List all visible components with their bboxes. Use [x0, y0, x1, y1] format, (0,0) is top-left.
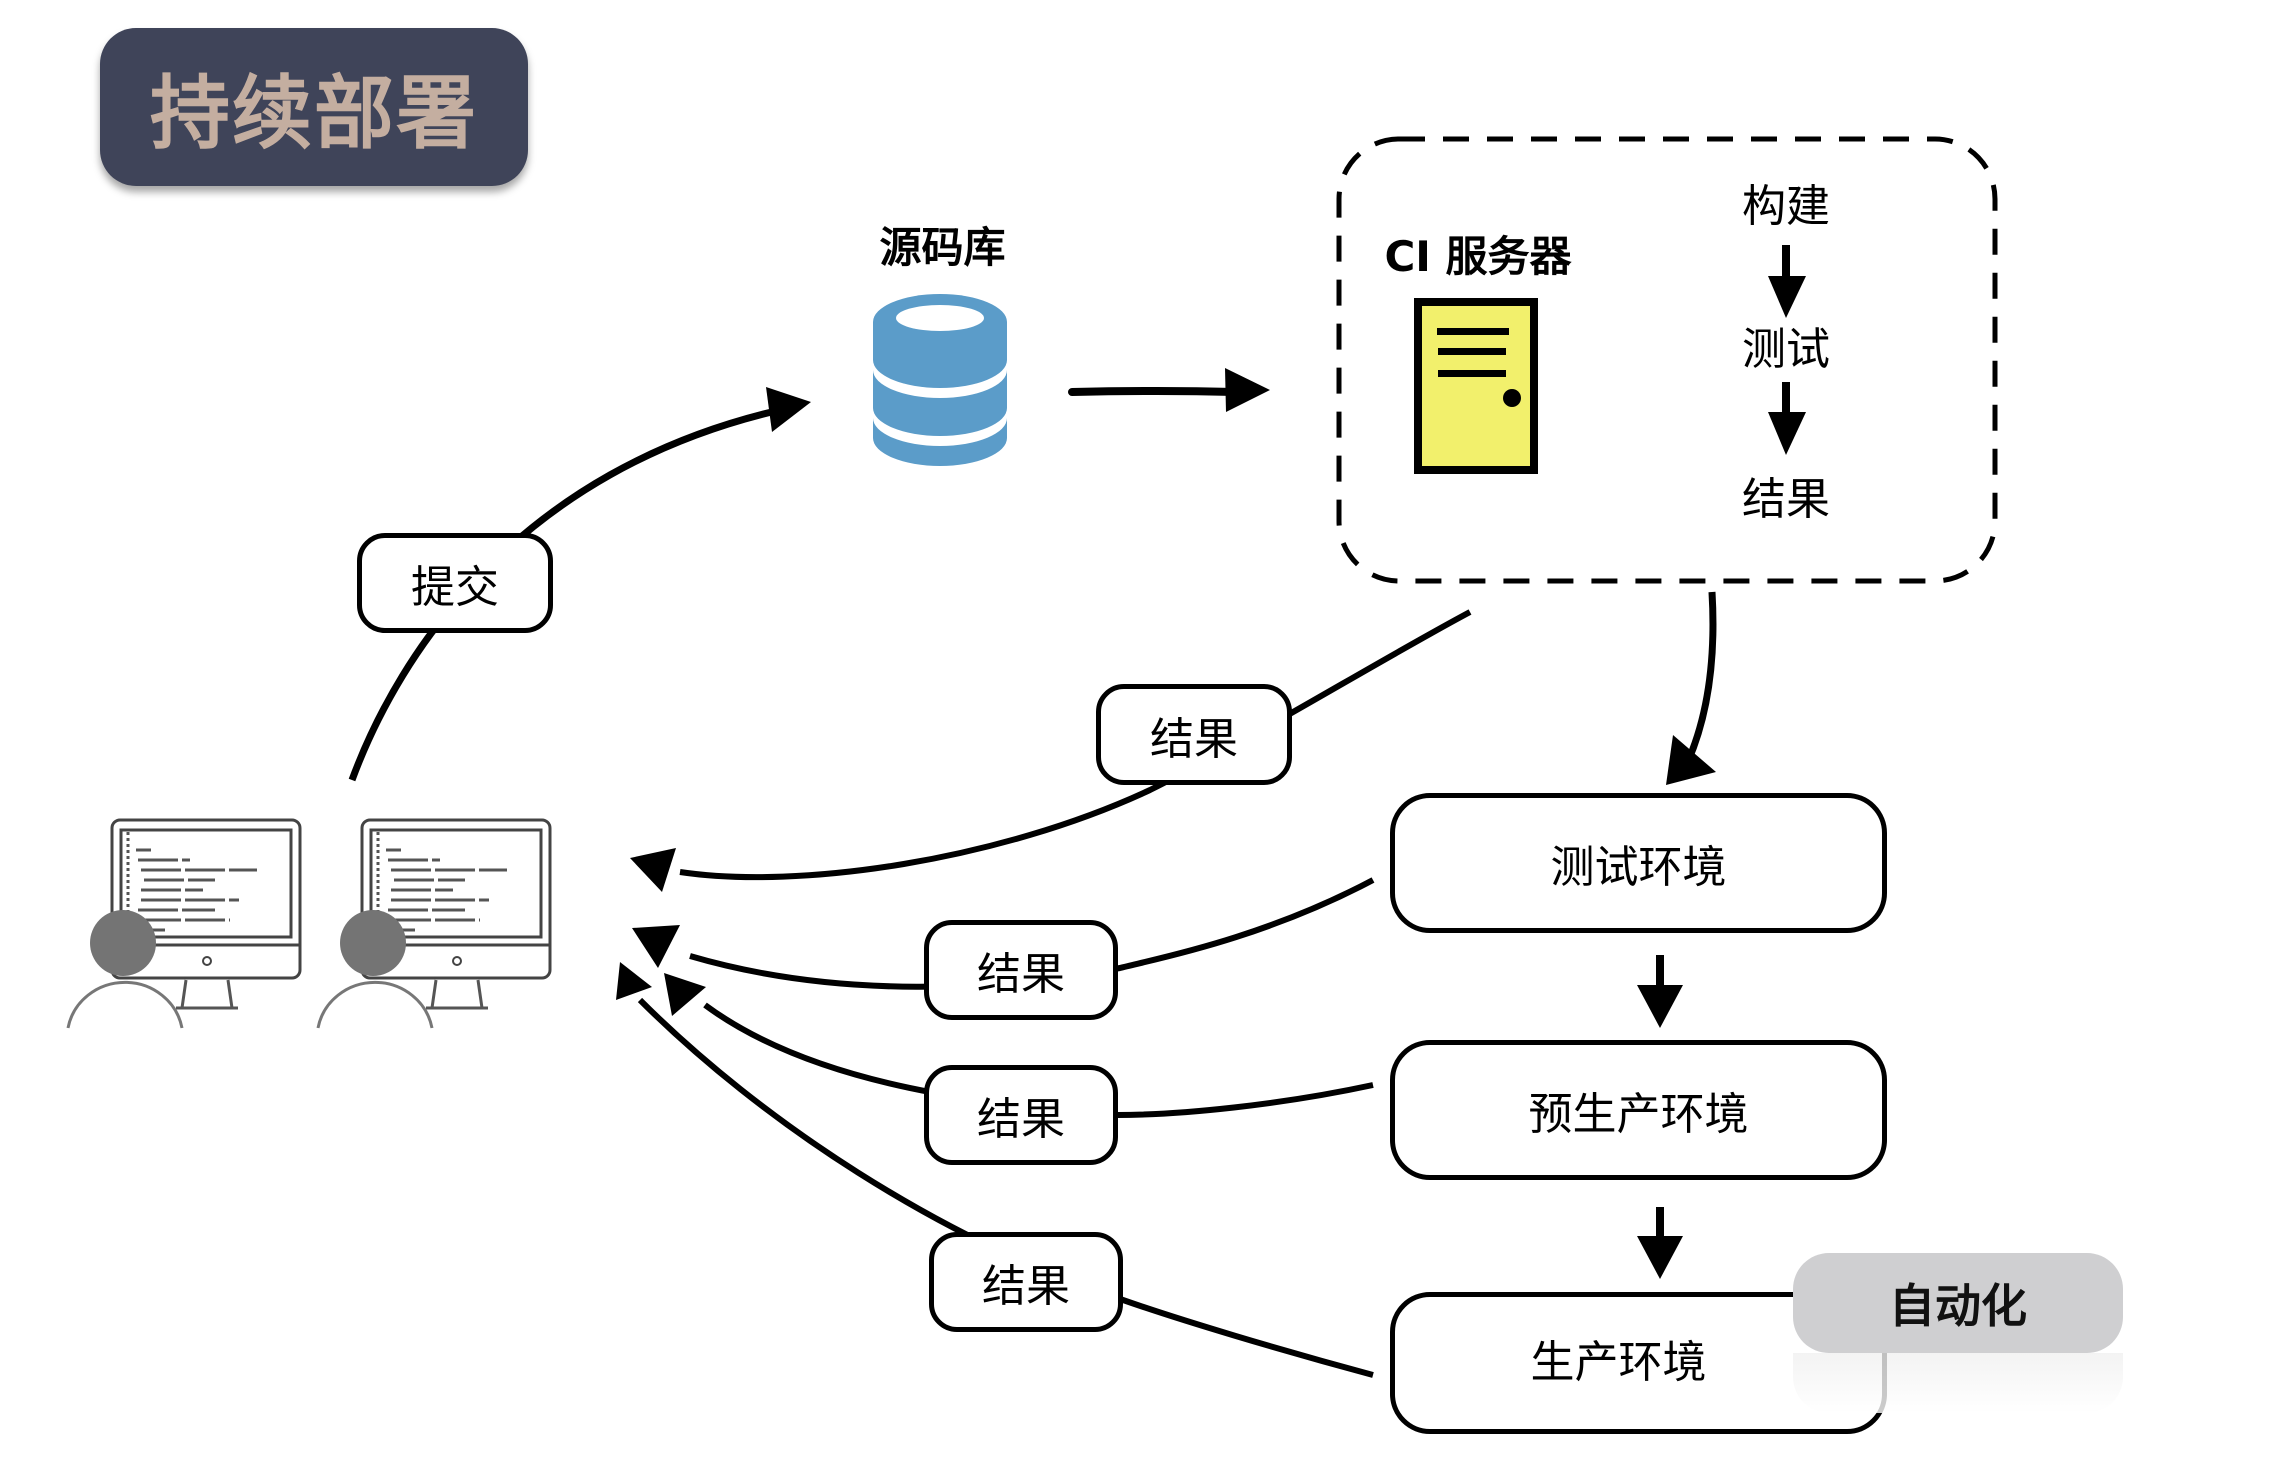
database-icon	[873, 294, 1007, 466]
ci-server-label: CI 服务器	[1384, 231, 1572, 281]
ci-to-test-env-arrow	[1666, 591, 1717, 785]
step-arrow	[1768, 382, 1806, 455]
result-label-ci: 结果	[1096, 684, 1292, 785]
developer-icon	[66, 818, 302, 1029]
result-arrow-ci	[630, 609, 1472, 892]
automation-badge-reflection	[1793, 1353, 2123, 1413]
prod-environment-label: 生产环境	[1530, 1337, 1707, 1388]
page-title: 持续部署	[100, 28, 528, 186]
result-label-preprod: 结果	[924, 1065, 1118, 1165]
env-arrow	[1637, 1207, 1683, 1279]
preprod-environment: 预生产环境	[1390, 1040, 1887, 1180]
repository-label: 源码库	[879, 222, 1006, 272]
step-test: 测试	[1742, 324, 1830, 375]
ci-server-group	[1336, 136, 1998, 584]
commit-label: 提交	[357, 533, 553, 633]
env-arrow	[1637, 955, 1683, 1028]
step-build: 构建	[1742, 181, 1830, 232]
result-label-test-env: 结果	[924, 920, 1118, 1020]
result-label-prod: 结果	[929, 1232, 1123, 1332]
step-arrow	[1768, 245, 1806, 318]
step-result: 结果	[1742, 474, 1830, 525]
automation-badge: 自动化	[1793, 1253, 2123, 1353]
server-icon	[1414, 298, 1538, 474]
test-environment: 测试环境	[1390, 793, 1887, 933]
developer-icon	[316, 818, 552, 1029]
repo-to-ci-arrow	[1068, 368, 1270, 412]
